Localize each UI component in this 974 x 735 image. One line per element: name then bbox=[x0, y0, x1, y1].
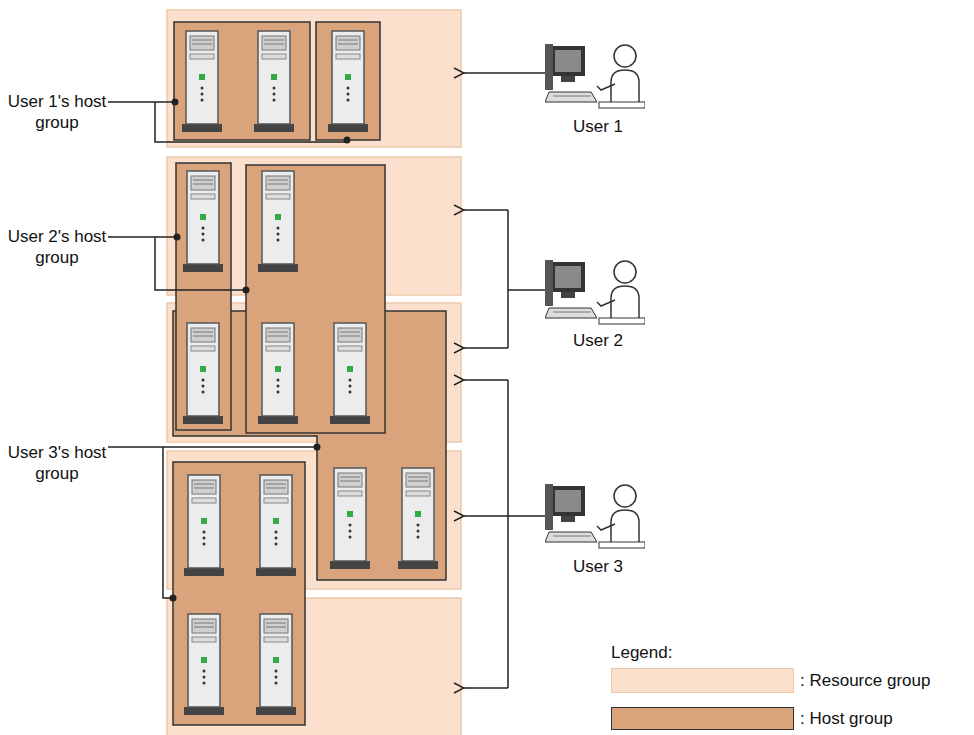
access-line bbox=[508, 380, 545, 688]
resource-groups bbox=[167, 10, 461, 735]
legend-swatch bbox=[611, 668, 794, 693]
server-icon bbox=[182, 31, 222, 132]
server-icon bbox=[183, 323, 223, 424]
resource-group bbox=[167, 598, 461, 735]
leader-dot bbox=[344, 137, 351, 144]
access-arrow bbox=[464, 347, 508, 349]
user-label: User 2 bbox=[538, 330, 658, 351]
user-label: User 3 bbox=[538, 556, 658, 577]
group-label: User 1's host group bbox=[7, 91, 107, 133]
leader-dots bbox=[170, 99, 351, 602]
user-label: User 1 bbox=[538, 116, 658, 137]
resource-group bbox=[167, 10, 461, 147]
server-icon bbox=[330, 323, 370, 424]
access-line bbox=[508, 210, 545, 348]
server-icon bbox=[328, 31, 368, 132]
server-icon bbox=[184, 475, 224, 576]
server-icon bbox=[258, 323, 298, 424]
leader-line bbox=[108, 102, 347, 142]
legend-text: : Resource group bbox=[800, 670, 930, 691]
access-arrow bbox=[464, 379, 508, 381]
legend-text: : Host group bbox=[800, 708, 893, 729]
server-icon bbox=[256, 614, 296, 715]
group-label: User 3's host group bbox=[7, 442, 107, 484]
user-icon bbox=[545, 484, 645, 548]
user-icon bbox=[545, 44, 645, 108]
access-arrow bbox=[464, 72, 545, 74]
host-group bbox=[176, 163, 231, 430]
host-group bbox=[246, 165, 385, 433]
server-icon bbox=[184, 614, 224, 715]
access-arrow bbox=[464, 515, 508, 517]
leader-dot bbox=[243, 287, 250, 294]
access-arrow bbox=[464, 209, 508, 211]
legend-title: Legend: bbox=[611, 642, 771, 663]
leader-dot bbox=[170, 595, 177, 602]
server-icon bbox=[254, 31, 294, 132]
server-icon bbox=[398, 468, 438, 569]
host-group bbox=[173, 462, 305, 725]
server-icon bbox=[256, 475, 296, 576]
leader-dot bbox=[314, 444, 321, 451]
host-groups bbox=[173, 22, 446, 725]
host-group bbox=[316, 22, 380, 140]
leader-dot bbox=[174, 234, 181, 241]
legend-swatch bbox=[611, 707, 794, 730]
access-arrow bbox=[464, 687, 508, 689]
leader-line bbox=[108, 447, 317, 598]
user-icon bbox=[545, 260, 645, 324]
group-label: User 2's host group bbox=[7, 226, 107, 268]
server-icon bbox=[183, 171, 223, 272]
leader-line bbox=[108, 237, 246, 290]
servers bbox=[182, 31, 438, 715]
leader-lines bbox=[108, 102, 347, 598]
server-icon bbox=[330, 468, 370, 569]
server-icon bbox=[258, 171, 298, 272]
leader-dot bbox=[172, 99, 179, 106]
host-group bbox=[174, 22, 310, 140]
access-arrows bbox=[464, 73, 545, 688]
